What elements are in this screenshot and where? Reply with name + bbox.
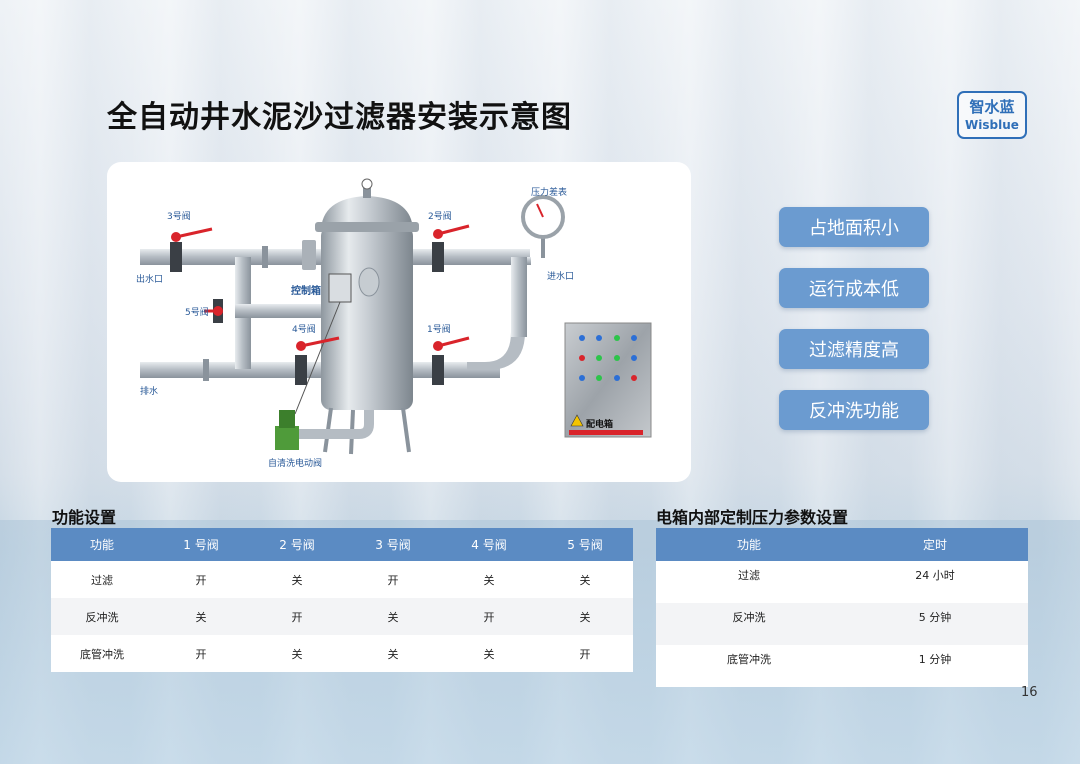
feature-high-precision: 过滤精度高 (779, 329, 929, 369)
table-row: 反冲洗 关 开 关 开 关 (51, 598, 633, 635)
table-cell: 开 (249, 598, 345, 635)
tank-control-panel (329, 274, 351, 302)
label-valve5: 5号阀 (185, 305, 209, 318)
table-cell: 底管冲洗 (51, 635, 153, 672)
warning-strip (569, 430, 643, 435)
col-header: 2 号阀 (249, 528, 345, 561)
col-header: 3 号阀 (345, 528, 441, 561)
label-control-box: 控制箱 (291, 282, 321, 297)
logo-cn: 智水蓝 (959, 96, 1025, 117)
pressure-table-title: 电箱内部定制压力参数设置 (656, 504, 848, 528)
table-cell: 5 分钟 (842, 603, 1028, 645)
label-valve3: 3号阀 (167, 209, 191, 222)
label-valve1: 1号阀 (427, 322, 451, 335)
table-row: 反冲洗 5 分钟 (656, 603, 1028, 645)
label-outlet: 出水口 (136, 272, 163, 285)
feature-backwash: 反冲洗功能 (779, 390, 929, 430)
pressure-table: 功能 定时 过滤 24 小时 反冲洗 5 分钟 底管冲洗 1 分钟 (656, 528, 1028, 687)
table-cell: 反冲洗 (656, 603, 842, 645)
auto-valve-body (275, 426, 299, 450)
table-cell: 开 (153, 561, 249, 598)
col-header: 4 号阀 (441, 528, 537, 561)
valve5-branch-pipe (235, 304, 330, 318)
flange-ring-c (203, 359, 209, 381)
flange-ring-a (262, 246, 268, 268)
inlet-vertical-pipe (511, 257, 527, 337)
label-drain: 排水 (140, 384, 158, 397)
flange-ring-b (302, 240, 316, 270)
function-table: 功能 1 号阀 2 号阀 3 号阀 4 号阀 5 号阀 过滤 开 关 开 关 关… (51, 528, 633, 672)
logo-en: Wisblue (959, 118, 1025, 132)
label-pressure-gauge: 压力差表 (531, 185, 567, 198)
table-cell: 关 (537, 561, 633, 598)
function-table-title: 功能设置 (52, 504, 116, 528)
table-row: 底管冲洗 开 关 关 关 开 (51, 635, 633, 672)
label-inlet: 进水口 (547, 269, 574, 282)
brand-logo: 智水蓝 Wisblue (957, 91, 1027, 139)
table-cell: 关 (345, 635, 441, 672)
table-cell: 底管冲洗 (656, 645, 842, 687)
col-header: 5 号阀 (537, 528, 633, 561)
table-cell: 反冲洗 (51, 598, 153, 635)
col-header: 1 号阀 (153, 528, 249, 561)
tank-leg-right (403, 408, 409, 452)
table-cell: 1 分钟 (842, 645, 1028, 687)
label-valve2: 2号阀 (428, 209, 452, 222)
table-cell: 开 (537, 635, 633, 672)
table-cell: 关 (345, 598, 441, 635)
col-header: 功能 (51, 528, 153, 561)
tank-flange (315, 222, 419, 232)
table-cell: 24 小时 (842, 561, 1028, 603)
bottom-pipe (140, 362, 500, 378)
col-header: 定时 (842, 528, 1028, 561)
function-table-header: 功能 1 号阀 2 号阀 3 号阀 4 号阀 5 号阀 (51, 528, 633, 561)
table-cell: 关 (537, 598, 633, 635)
table-cell: 关 (153, 598, 249, 635)
page-number: 16 (1021, 685, 1038, 700)
tank-side-port (359, 268, 379, 296)
diagram-illustration (107, 162, 691, 482)
label-valve4: 4号阀 (292, 322, 316, 335)
col-header: 功能 (656, 528, 842, 561)
table-cell: 开 (153, 635, 249, 672)
label-auto-valve: 自清洗电动阀 (268, 456, 322, 469)
table-cell: 过滤 (51, 561, 153, 598)
table-cell: 开 (441, 598, 537, 635)
table-cell: 过滤 (656, 561, 842, 603)
label-electric-box: 配电箱 (586, 417, 613, 430)
table-cell: 关 (249, 561, 345, 598)
page-title: 全自动井水泥沙过滤器安装示意图 (107, 92, 572, 136)
table-cell: 关 (249, 635, 345, 672)
table-row: 底管冲洗 1 分钟 (656, 645, 1028, 687)
feature-low-cost: 运行成本低 (779, 268, 929, 308)
table-cell: 开 (345, 561, 441, 598)
tank-top-gauge (362, 179, 372, 189)
table-row: 过滤 开 关 开 关 关 (51, 561, 633, 598)
feature-small-footprint: 占地面积小 (779, 207, 929, 247)
pressure-table-header: 功能 定时 (656, 528, 1028, 561)
table-cell: 关 (441, 561, 537, 598)
auto-valve-motor (279, 410, 295, 428)
table-cell: 关 (441, 635, 537, 672)
tank-body (321, 226, 413, 410)
table-row: 过滤 24 小时 (656, 561, 1028, 603)
installation-diagram: 3号阀 2号阀 出水口 进水口 压力差表 控制箱 5号阀 4号阀 1号阀 排水 … (107, 162, 691, 482)
